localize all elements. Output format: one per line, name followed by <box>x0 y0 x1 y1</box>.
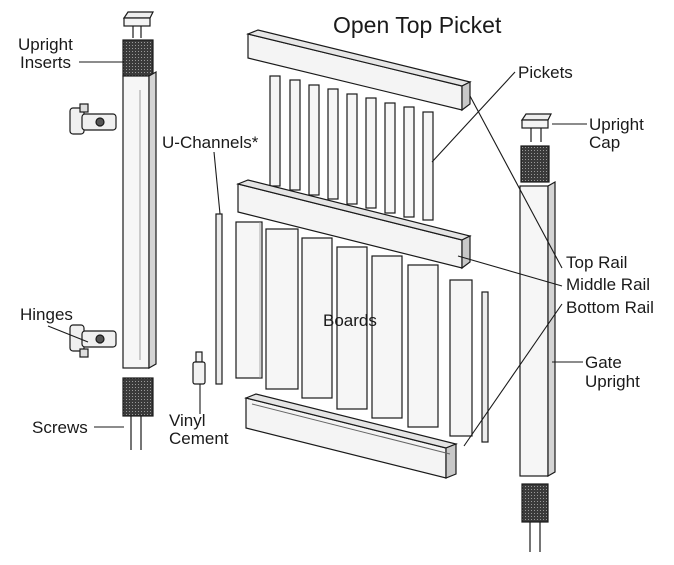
pickets <box>269 75 434 221</box>
label-upright-inserts-1: Upright <box>18 35 73 54</box>
upright-insert-top <box>122 39 154 77</box>
leader-lines <box>47 61 587 447</box>
label-upright-cap-2: Cap <box>589 133 621 152</box>
label-screws: Screws <box>32 418 88 437</box>
middle-rail <box>236 179 472 270</box>
label-u-channels: U-Channels* <box>162 133 259 152</box>
vinyl-cement-bottle <box>192 351 206 385</box>
label-vinyl-cement-1: Vinyl <box>169 411 206 430</box>
gate-upright <box>519 113 556 552</box>
boards <box>235 221 473 437</box>
label-boards: Boards <box>323 311 377 330</box>
label-pickets: Pickets <box>518 63 573 82</box>
gate-upright-insert-bottom <box>521 483 549 523</box>
bottom-rail <box>244 393 458 479</box>
upright-insert-bottom <box>122 377 154 417</box>
u-channels <box>215 213 489 443</box>
label-gate-upright-2: Upright <box>585 372 640 391</box>
label-middle-rail: Middle Rail <box>566 275 651 294</box>
label-gate-upright-1: Gate <box>585 353 622 372</box>
left-upright <box>122 11 157 450</box>
gate-upright-insert-top <box>520 145 550 183</box>
top-rail <box>246 29 472 112</box>
hinge-bottom <box>69 324 117 358</box>
label-hinges: Hinges <box>20 305 73 324</box>
diagram-title: Open Top Picket <box>333 12 502 38</box>
label-top-rail: Top Rail <box>566 253 628 272</box>
label-vinyl-cement-2: Cement <box>169 429 229 448</box>
label-bottom-rail: Bottom Rail <box>566 298 654 317</box>
hinge-top <box>69 103 117 135</box>
label-upright-inserts-2: Inserts <box>20 53 72 72</box>
label-upright-cap-1: Upright <box>589 115 644 134</box>
